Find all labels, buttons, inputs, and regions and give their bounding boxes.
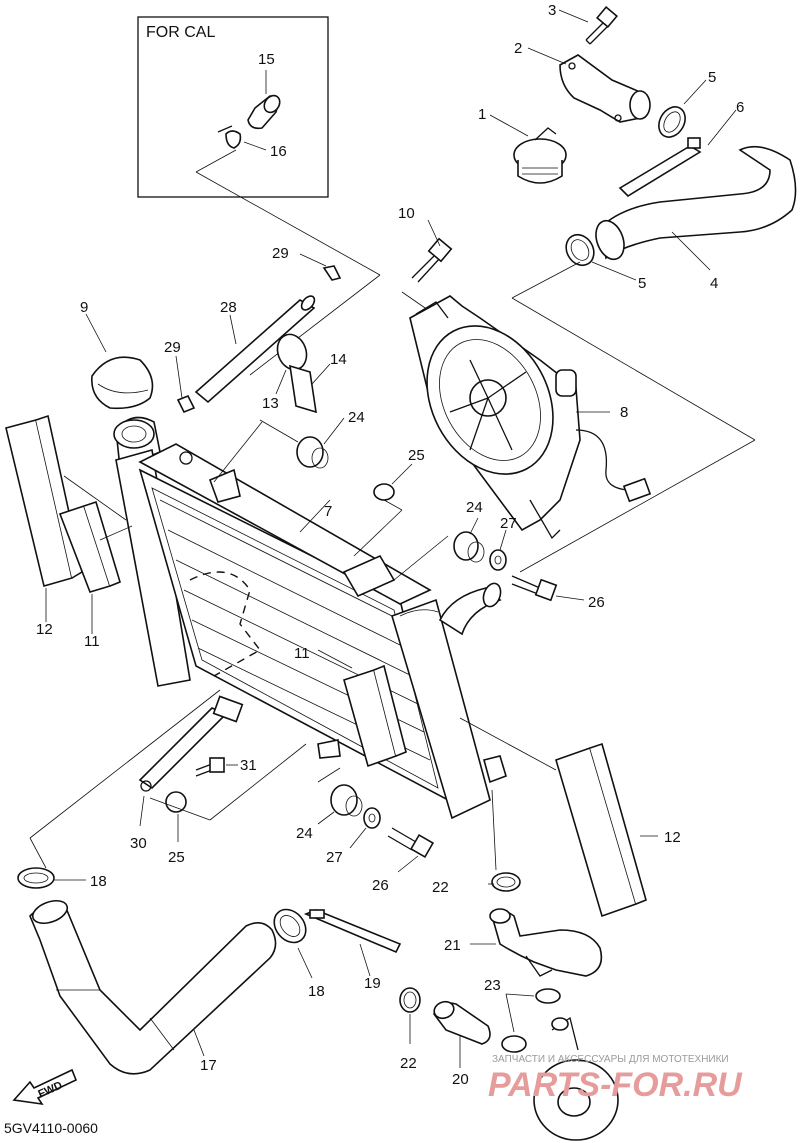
watermark: ЗАПЧАСТИ И АКСЕССУАРЫ ДЛЯ МОТОТЕХНИКИ PA… <box>488 1054 743 1104</box>
part-18-clamp-right[interactable] <box>268 903 313 949</box>
part-20-pipe[interactable] <box>432 999 491 1045</box>
callout-27-top: 27 <box>500 515 517 532</box>
callout-11-left: 11 <box>84 633 100 650</box>
callout-29-upper: 29 <box>272 245 289 262</box>
part-24-damper-mid[interactable] <box>453 531 485 563</box>
part-28-tube[interactable] <box>194 294 317 404</box>
callout-31: 31 <box>240 757 257 774</box>
part-27-washer-top[interactable] <box>489 549 507 571</box>
fwd-arrow: FWD <box>12 1068 78 1106</box>
part-6-bracket[interactable] <box>618 137 702 198</box>
callout-25-bottom: 25 <box>168 849 185 866</box>
callout-10: 10 <box>398 205 415 222</box>
callout-5-lower: 5 <box>638 275 646 292</box>
diagram-code: 5GV4110-0060 <box>4 1120 98 1136</box>
callout-13: 13 <box>262 395 279 412</box>
callout-15: 15 <box>258 51 275 68</box>
part-30-bracket[interactable] <box>138 695 244 792</box>
part-29-clip-lower[interactable] <box>176 394 196 414</box>
part-14-plate[interactable] <box>289 364 317 414</box>
part-25-collar-top[interactable] <box>373 483 395 501</box>
part-21-hose[interactable] <box>489 908 603 977</box>
part-9-radiator-cap[interactable] <box>91 356 154 410</box>
callout-22-lower: 22 <box>400 1055 417 1072</box>
callout-2: 2 <box>514 40 522 57</box>
callout-25-top: 25 <box>408 447 425 464</box>
callout-22-upper: 22 <box>432 879 449 896</box>
callout-12-right: 12 <box>664 829 681 846</box>
callout-14: 14 <box>330 351 347 368</box>
inset-title: FOR CAL <box>146 24 215 41</box>
callout-4: 4 <box>710 275 718 292</box>
callout-21: 21 <box>444 937 461 954</box>
callout-11-center: 11 <box>294 645 310 662</box>
part-23-clamps[interactable] <box>501 988 561 1053</box>
part-11-panel-left[interactable] <box>58 500 121 593</box>
callout-23: 23 <box>484 977 501 994</box>
part-17-hose[interactable] <box>29 896 277 1075</box>
part-29-clip-upper[interactable] <box>322 265 342 281</box>
callout-24-mid: 24 <box>466 499 483 516</box>
part-24-damper-top[interactable] <box>296 436 329 469</box>
callout-27-bottom: 27 <box>326 849 343 866</box>
callout-26-top: 26 <box>588 594 605 611</box>
part-4-hose[interactable] <box>591 145 797 264</box>
callout-29-lower: 29 <box>164 339 181 356</box>
callout-17: 17 <box>200 1057 217 1074</box>
part-15-tube[interactable] <box>247 93 283 130</box>
part-31-bolt[interactable] <box>195 757 225 777</box>
part-16-clip[interactable] <box>217 125 242 149</box>
callout-3: 3 <box>548 2 556 19</box>
callout-labels: 3 2 5 1 6 15 16 10 29 5 4 9 28 29 14 13 … <box>36 2 744 1088</box>
part-5-clamp-upper[interactable] <box>654 102 691 142</box>
part-12-panel-right[interactable] <box>555 742 647 918</box>
part-12-panel-left[interactable] <box>5 414 83 587</box>
part-26-bolt-bottom[interactable] <box>387 827 435 859</box>
callout-24-bottom: 24 <box>296 825 313 842</box>
part-24-damper-bottom[interactable] <box>330 784 363 817</box>
callout-16: 16 <box>270 143 287 160</box>
part-22-clamp-upper[interactable] <box>491 872 521 892</box>
callout-28: 28 <box>220 299 237 316</box>
callout-1: 1 <box>478 106 486 123</box>
callout-9: 9 <box>80 299 88 316</box>
oil-cooler-housing <box>533 1016 619 1141</box>
callout-5-upper: 5 <box>708 69 716 86</box>
part-19-bracket[interactable] <box>303 909 402 954</box>
part-18-clamp-left[interactable] <box>17 867 55 889</box>
callout-19: 19 <box>364 975 381 992</box>
callout-18-left: 18 <box>90 873 107 890</box>
part-22-clamp-lower[interactable] <box>399 987 421 1013</box>
part-11-panel-center[interactable] <box>343 664 407 768</box>
callout-6: 6 <box>736 99 744 116</box>
watermark-tagline: ЗАПЧАСТИ И АКСЕССУАРЫ ДЛЯ МОТОТЕХНИКИ <box>492 1054 729 1065</box>
part-8-fan-assembly[interactable] <box>402 295 652 540</box>
callout-24-top: 24 <box>348 409 365 426</box>
for-cal-inset: FOR CAL <box>137 16 329 198</box>
part-5-clamp-lower[interactable] <box>561 230 600 271</box>
callout-26-bottom: 26 <box>372 877 389 894</box>
inset-frame <box>137 16 329 198</box>
callout-20: 20 <box>452 1071 469 1088</box>
callout-30: 30 <box>130 835 147 852</box>
callout-12-left: 12 <box>36 621 53 638</box>
callout-18-right: 18 <box>308 983 325 1000</box>
part-1-thermostat[interactable] <box>513 127 567 184</box>
part-3-bolt[interactable] <box>585 6 618 45</box>
watermark-brand: PARTS-FOR.RU <box>488 1066 743 1104</box>
part-10-bolt[interactable] <box>411 237 453 283</box>
callout-7: 7 <box>324 503 332 520</box>
part-27-washer-bottom[interactable] <box>363 807 381 829</box>
fwd-label: FWD <box>36 1079 64 1100</box>
part-2-thermostat-cover[interactable] <box>559 54 651 123</box>
part-25-collar-bottom[interactable] <box>165 791 187 813</box>
part-26-bolt-top[interactable] <box>511 575 558 602</box>
callout-8: 8 <box>620 404 628 421</box>
